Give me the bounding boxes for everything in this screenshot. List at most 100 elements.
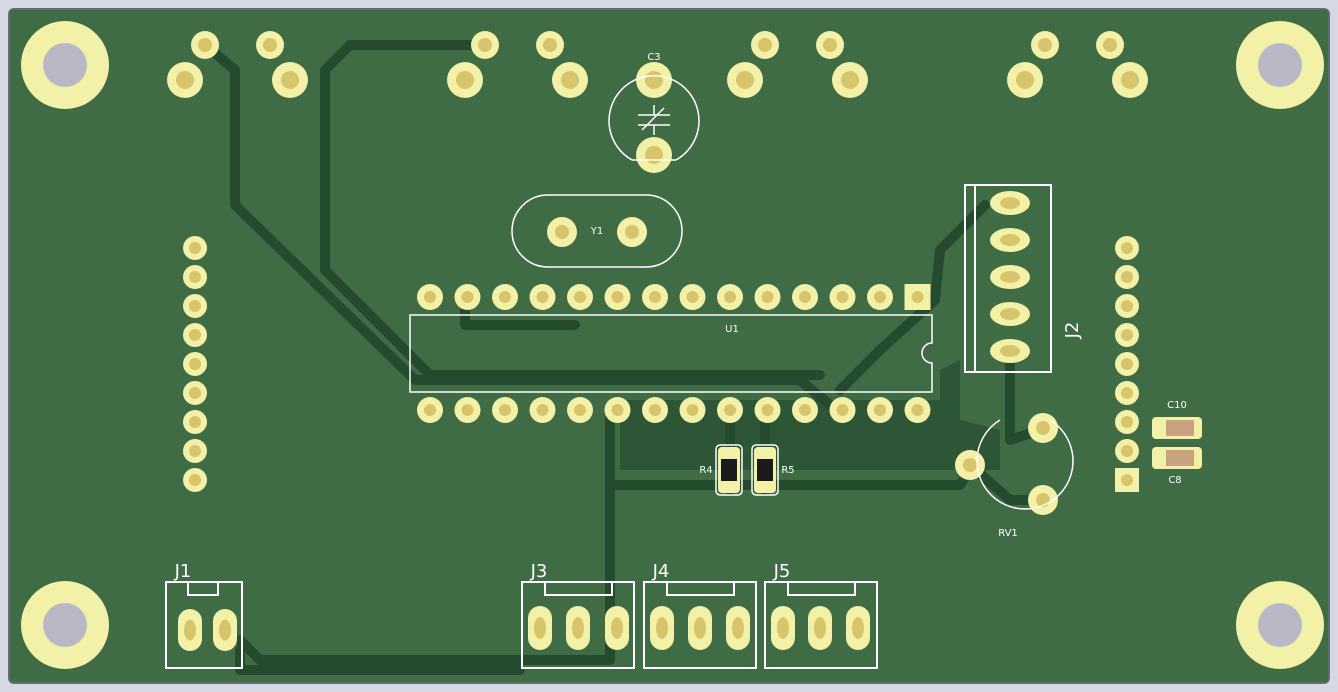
- pad-drill: [1121, 445, 1133, 457]
- pad-drill: [189, 387, 201, 399]
- pad-drill: [761, 291, 774, 303]
- pad-drill: [852, 617, 864, 639]
- pad-drill: [823, 38, 837, 52]
- pad-drill: [1016, 71, 1034, 89]
- pad-drill: [424, 404, 436, 416]
- pad-drill: [263, 38, 277, 52]
- pad-drill: [499, 291, 511, 303]
- pad-drill: [574, 291, 586, 303]
- pad-drill: [1000, 308, 1020, 320]
- pad-drill: [1121, 71, 1139, 89]
- j3-footprint: J3: [521, 561, 635, 669]
- tht-pads: [167, 31, 1148, 651]
- mounting-holes: [21, 21, 1324, 669]
- pad-drill: [874, 404, 886, 416]
- c8-label: C8: [1168, 475, 1181, 486]
- pad-drill: [189, 474, 201, 486]
- pad-drill: [836, 404, 849, 416]
- c3-footprint: C3: [608, 52, 700, 161]
- pad-drill: [189, 271, 201, 283]
- pad-drill: [574, 404, 586, 416]
- mounting-hole-drill: [43, 43, 87, 87]
- smd-cap-body: [1166, 450, 1194, 466]
- pad-drill: [649, 404, 661, 416]
- pad-drill: [645, 71, 663, 89]
- pad-drill: [499, 404, 511, 416]
- pad-drill: [836, 291, 849, 303]
- mounting-hole-drill: [43, 603, 87, 647]
- pad-drill: [534, 617, 546, 639]
- pad-drill: [189, 416, 201, 428]
- pad-drill: [1103, 38, 1117, 52]
- pad-drill: [1121, 242, 1133, 254]
- pad-drill: [1036, 421, 1050, 435]
- pad-drill: [478, 38, 492, 52]
- y1-footprint: Y1: [511, 194, 683, 268]
- u1-footprint: U1: [409, 314, 933, 393]
- pad-drill: [611, 617, 623, 639]
- r4-label: R4: [699, 465, 712, 476]
- pad-drill: [189, 329, 201, 341]
- pad-drill: [424, 291, 436, 303]
- pad-drill: [1121, 358, 1133, 370]
- smd-parts: [718, 417, 1202, 493]
- u1-label: U1: [725, 324, 739, 335]
- c3-label: C3: [647, 52, 660, 63]
- pad-drill: [1000, 234, 1020, 246]
- pad-drill: [219, 619, 231, 641]
- pad-drill: [724, 291, 736, 303]
- j5-footprint: J5: [764, 561, 878, 669]
- pad-drill: [176, 71, 194, 89]
- pad-drill: [777, 617, 789, 639]
- pad-drill: [536, 291, 549, 303]
- board-substrate: [10, 10, 1328, 682]
- y1-label: Y1: [590, 226, 603, 237]
- pad-drill: [1121, 300, 1133, 312]
- pad-drill: [799, 404, 811, 416]
- c8-footprint: C8: [1168, 475, 1181, 486]
- pad-drill: [543, 38, 557, 52]
- smd-resistor-body: [721, 459, 737, 481]
- pad-drill: [281, 71, 299, 89]
- j2-label: J2: [1062, 322, 1083, 340]
- pad-drill: [189, 445, 201, 457]
- pad-drill: [645, 146, 663, 164]
- pad-drill: [799, 291, 811, 303]
- pad-drill: [1121, 474, 1133, 486]
- pad-drill: [1000, 197, 1020, 209]
- pad-drill: [963, 458, 977, 472]
- pad-drill: [189, 242, 201, 254]
- pad-drill: [561, 71, 579, 89]
- pad-drill: [814, 617, 826, 639]
- pad-drill: [1000, 345, 1020, 357]
- pad-drill: [184, 619, 196, 641]
- pad-drill: [736, 71, 754, 89]
- pad-drill: [611, 291, 624, 303]
- pad-drill: [456, 71, 474, 89]
- smd-resistor-body: [757, 459, 773, 481]
- pad-drill: [874, 291, 886, 303]
- mounting-hole-drill: [1258, 603, 1302, 647]
- rv1-label: RV1: [998, 528, 1018, 539]
- pad-drill: [461, 291, 474, 303]
- pad-drill: [461, 404, 474, 416]
- j4-label: J4: [652, 561, 670, 582]
- pad-drill: [911, 291, 924, 303]
- pad-drill: [189, 300, 201, 312]
- pad-drill: [536, 404, 549, 416]
- r5-label: R5: [781, 465, 794, 476]
- pad-drill: [732, 617, 744, 639]
- pad-drill: [625, 225, 639, 239]
- j1-footprint: J1: [165, 561, 243, 669]
- mounting-hole-drill: [1258, 43, 1302, 87]
- j3-label: J3: [530, 561, 548, 582]
- pad-drill: [189, 358, 201, 370]
- pad-drill: [758, 38, 772, 52]
- pad-drill: [572, 617, 584, 639]
- j5-label: J5: [773, 561, 791, 582]
- pad-drill: [686, 291, 699, 303]
- pad-drill: [656, 617, 668, 639]
- j4-footprint: J4: [643, 561, 757, 669]
- pad-drill: [1121, 271, 1133, 283]
- r4-footprint: R4: [699, 444, 743, 496]
